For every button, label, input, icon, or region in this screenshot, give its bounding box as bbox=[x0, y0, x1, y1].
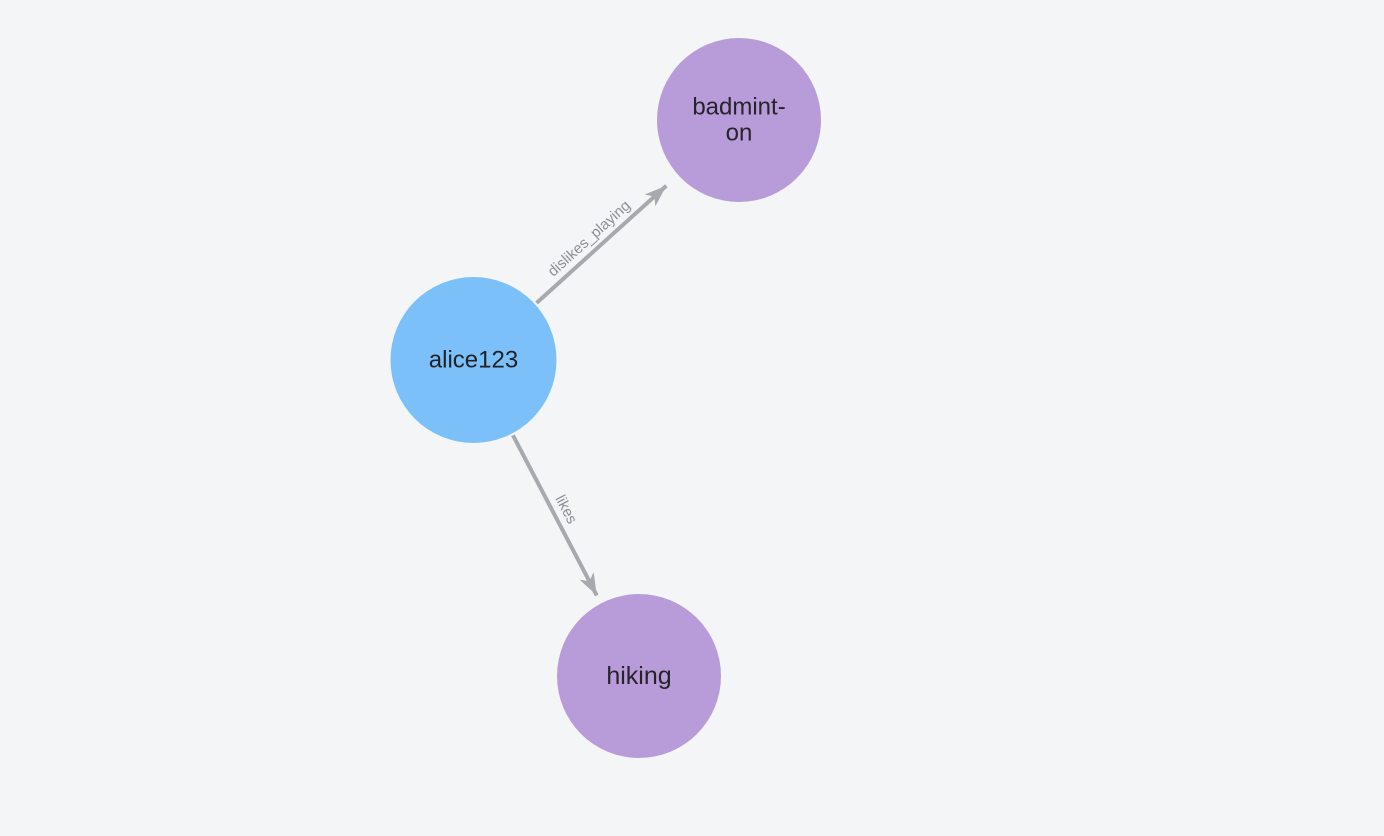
edge-dislikes-playing[interactable] bbox=[535, 184, 668, 305]
graph-node-hiking[interactable]: hiking bbox=[557, 594, 721, 758]
graph-node-circle-badminton[interactable] bbox=[657, 38, 821, 202]
graph-node-circle-alice123[interactable] bbox=[390, 277, 557, 443]
graph-node-badminton[interactable]: badmint-on bbox=[657, 38, 821, 202]
nodes-layer: alice123 badmint-on hiking bbox=[390, 38, 821, 758]
graph-node-alice123[interactable]: alice123 bbox=[390, 277, 557, 443]
graph-node-circle-hiking[interactable] bbox=[557, 594, 721, 758]
edge-likes[interactable] bbox=[511, 434, 599, 597]
edge-dislikes-playing-label: dislikes_playing bbox=[544, 197, 633, 280]
edge-likes-label: likes bbox=[551, 492, 580, 526]
